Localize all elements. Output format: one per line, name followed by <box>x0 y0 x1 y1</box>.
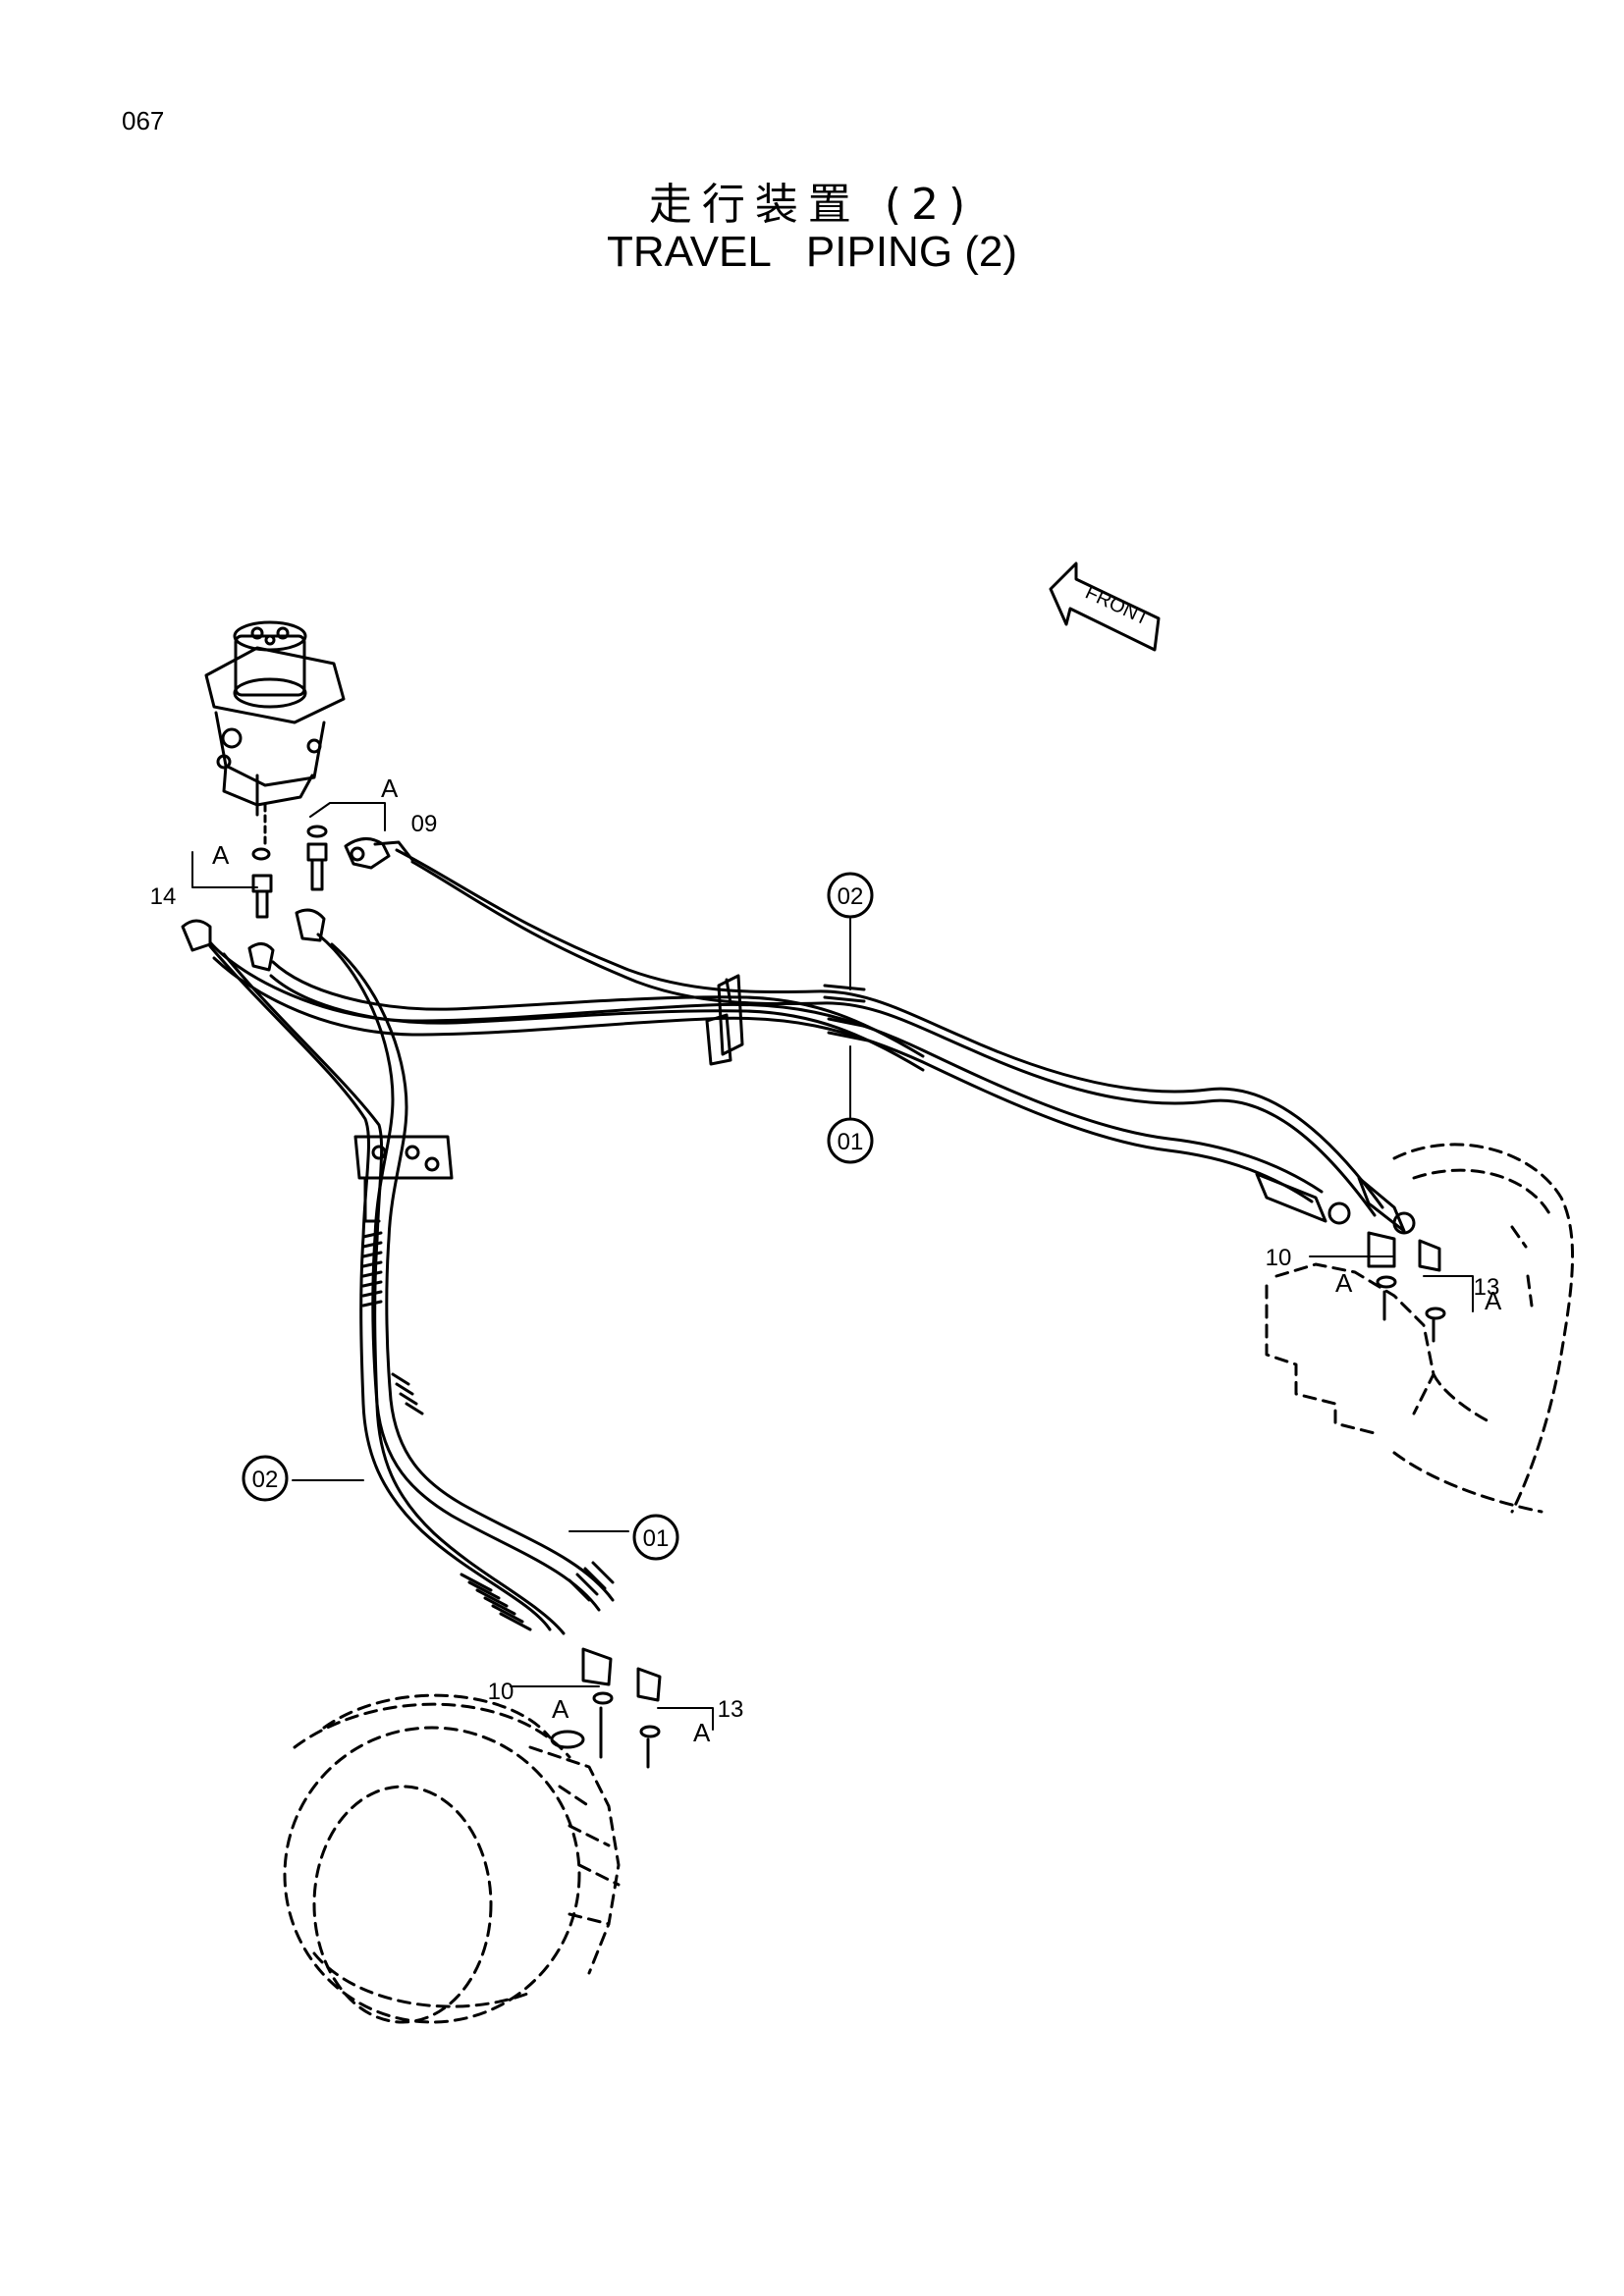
callout-label: 10 <box>1266 1245 1292 1271</box>
front-label: FRONT <box>1082 582 1153 630</box>
fittings-right-motor <box>1367 1231 1446 1343</box>
callout-13-9: 13 <box>718 1696 744 1723</box>
front-arrow <box>1049 561 1161 652</box>
callout-label: 13 <box>1474 1274 1500 1301</box>
callout-circle <box>632 1514 679 1561</box>
detail-marker-layer: A A A A A A <box>212 774 1502 1747</box>
callout-01-1: 01 <box>827 1117 874 1164</box>
fittings-left-motor <box>550 1647 662 1769</box>
callout-01-3: 01 <box>632 1514 679 1561</box>
callout-label: 09 <box>411 811 438 837</box>
detail-marker-a: A <box>381 774 399 803</box>
travel-motor-left <box>283 1693 621 2024</box>
page-number: 067 <box>122 106 165 135</box>
detail-marker-a: A <box>1485 1286 1502 1315</box>
callout-10-8: 10 <box>488 1679 514 1705</box>
swivel-joint <box>204 620 346 848</box>
travel-motor-right <box>1265 1143 1574 1514</box>
spring-guards-lower <box>361 1231 615 1631</box>
callout-label: 13 <box>718 1696 744 1723</box>
callout-label: 14 <box>150 883 177 910</box>
callout-label: 10 <box>488 1679 514 1705</box>
callout-14-5: 14 <box>150 883 177 910</box>
callout-13-7: 13 <box>1474 1274 1500 1301</box>
swivel-fittings <box>181 825 414 972</box>
detail-marker-a: A <box>1335 1268 1353 1298</box>
callout-circle <box>827 872 874 919</box>
callout-02-2: 02 <box>242 1455 289 1502</box>
callout-label: 02 <box>838 883 864 910</box>
hose-clamp-upper <box>705 974 744 1066</box>
title-english: TRAVEL PIPING (2) <box>606 228 1018 276</box>
title-japanese: 走行装置 (2) <box>648 180 976 230</box>
callout-label: 01 <box>643 1525 670 1552</box>
detail-marker-a: A <box>693 1718 711 1747</box>
detail-marker-a: A <box>212 840 230 870</box>
callout-circle <box>242 1455 289 1502</box>
callout-label: 01 <box>838 1129 864 1155</box>
callout-layer: 02 01 02 01 09 14 10 13 10 13 <box>150 811 1500 1723</box>
callout-label: 02 <box>252 1467 279 1493</box>
callout-10-6: 10 <box>1266 1245 1292 1271</box>
callout-02-0: 02 <box>827 872 874 919</box>
hose-clamp-lower <box>353 1135 454 1223</box>
detail-marker-a: A <box>552 1694 569 1724</box>
hose-upper-pair <box>208 848 1416 1235</box>
callout-09-4: 09 <box>411 811 438 837</box>
hose-lower-pair <box>208 933 615 1635</box>
callout-circle <box>827 1117 874 1164</box>
